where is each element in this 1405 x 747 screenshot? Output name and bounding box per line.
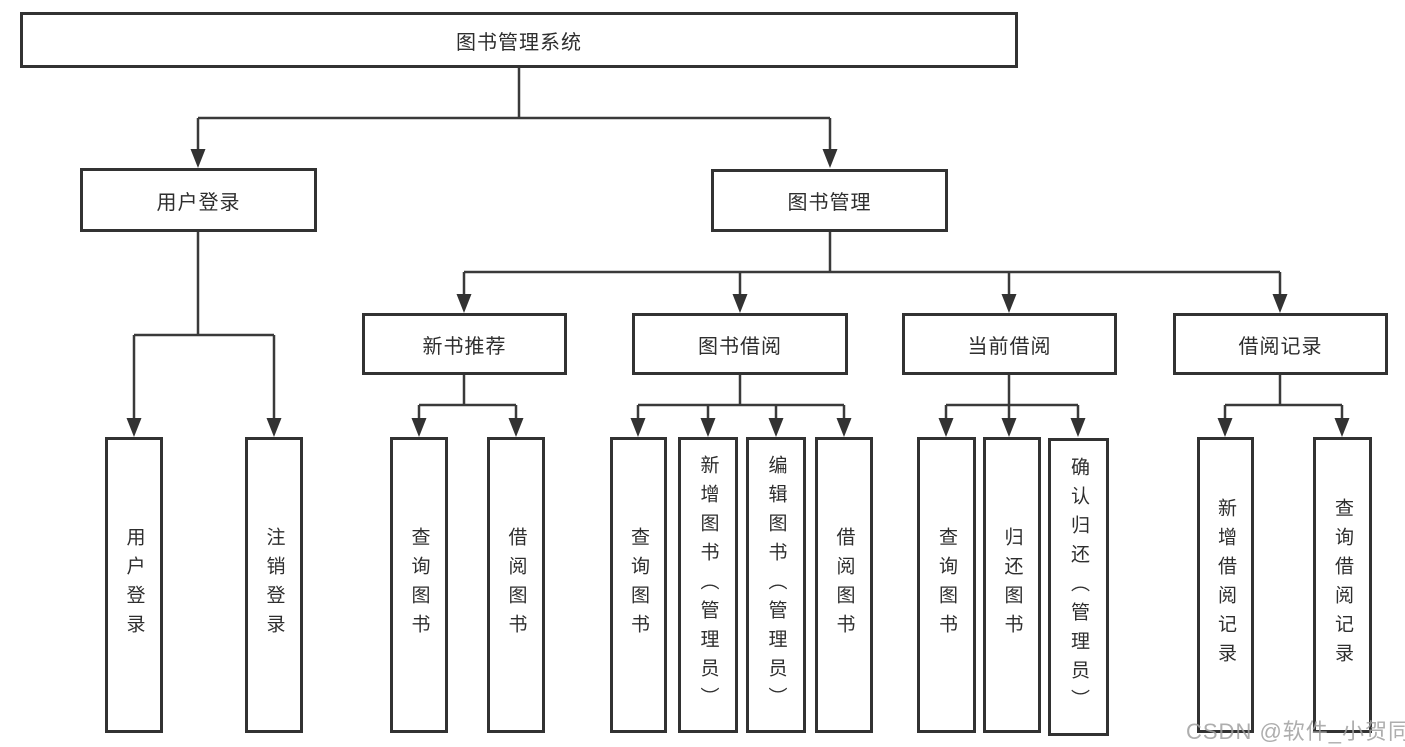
leaf-label: 查询图书 [628,527,649,643]
leaf-records-query-record: 查询借阅记录 [1313,437,1372,733]
csdn-watermark: CSDN @软件_小贺同学 [1186,719,1405,744]
node-label: 图书管理系统 [456,31,582,54]
leaf-label: 用户登录 [123,527,145,643]
leaf-newbook-borrow-books: 借阅图书 [487,437,545,733]
leaf-label: 新增借阅记录 [1215,498,1236,672]
node-label: 当前借阅 [967,335,1052,358]
leaf-label: 归还图书 [1001,527,1023,643]
leaf-label: 查询借阅记录 [1332,498,1353,672]
node-label: 新书推荐 [422,335,507,358]
leaf-label: 新增图书（管理员） [697,454,719,716]
leaf-label: 查询图书 [408,527,430,643]
leaf-borrow-add-books-admin: 新增图书（管理员） [678,437,738,733]
leaf-user-login: 用户登录 [105,437,163,733]
node-new-book-recommend: 新书推荐 [362,313,567,375]
node-book-borrow: 图书借阅 [632,313,848,375]
node-current-borrow: 当前借阅 [902,313,1117,375]
leaf-label: 编辑图书（管理员） [765,454,787,716]
leaf-label: 注销登录 [263,527,285,643]
leaf-label: 借阅图书 [505,527,527,643]
leaf-label: 确认归还（管理员） [1068,456,1089,718]
node-user-login: 用户登录 [80,168,317,232]
leaf-logout: 注销登录 [245,437,303,733]
node-borrow-records: 借阅记录 [1173,313,1388,375]
leaf-borrow-borrow-books: 借阅图书 [815,437,873,733]
leaf-current-confirm-return-admin: 确认归还（管理员） [1048,438,1109,736]
node-label: 用户登录 [156,191,241,214]
leaf-label: 查询图书 [936,527,957,643]
leaf-newbook-query-books: 查询图书 [390,437,448,733]
leaf-borrow-query-books: 查询图书 [610,437,667,733]
node-label: 图书管理 [787,192,872,214]
leaf-current-query-books: 查询图书 [917,437,976,733]
leaf-borrow-edit-books-admin: 编辑图书（管理员） [746,437,806,733]
leaf-records-add-record: 新增借阅记录 [1197,437,1254,733]
node-label: 借阅记录 [1238,335,1323,358]
node-book-management: 图书管理 [711,169,948,232]
node-root-library-system: 图书管理系统 [20,12,1018,68]
tree-edges [132,68,1344,431]
node-label: 图书借阅 [698,335,782,358]
leaf-label: 借阅图书 [833,527,855,643]
leaf-current-return-books: 归还图书 [983,437,1041,733]
